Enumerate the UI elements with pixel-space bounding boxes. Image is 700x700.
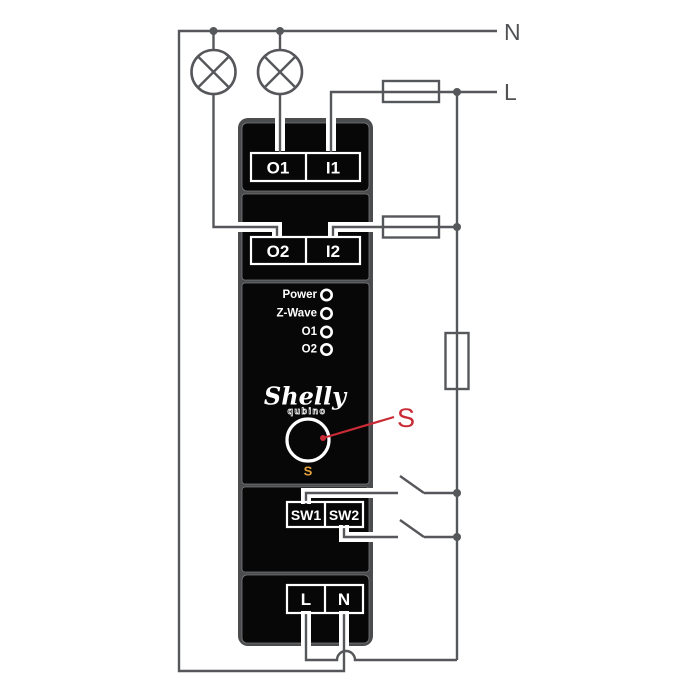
live-bus-label: L xyxy=(504,79,517,105)
switch-icon-2 xyxy=(399,519,457,539)
lamps xyxy=(190,48,304,96)
terminal-blocks: O1 I1 O2 I2 SW1 SW2 L N xyxy=(249,151,365,615)
terminal-block-o2-i2: O2 I2 xyxy=(249,235,362,266)
junction-dot xyxy=(209,27,218,35)
led-icon-o2 xyxy=(319,342,333,356)
power-labels: N L xyxy=(504,19,521,105)
lamp-icon-1 xyxy=(190,48,237,96)
terminal-label-sw1: SW1 xyxy=(291,507,322,523)
terminal-label-l: L xyxy=(301,590,311,609)
junction-dot xyxy=(453,489,461,497)
device-body xyxy=(238,118,373,646)
brand: Shelly qubino xyxy=(264,382,348,417)
s-button xyxy=(285,417,331,463)
device-section-sw-terminals xyxy=(241,486,370,573)
sub-brand-logo: qubino xyxy=(288,406,327,416)
led-label-zwave: Z-Wave xyxy=(277,308,317,320)
terminal-block-l-n: L N xyxy=(285,583,365,615)
terminal-label-i2: I2 xyxy=(326,242,340,261)
led-label-o1: O1 xyxy=(302,326,318,338)
junction-dot xyxy=(276,27,284,35)
led-icon-power xyxy=(319,288,333,302)
wire-i1-to-live xyxy=(329,90,497,152)
wire-sw2 xyxy=(342,525,398,539)
s-button-label: S xyxy=(304,464,313,479)
junction-dot xyxy=(453,533,461,541)
wire-l-terminal xyxy=(304,612,457,662)
wire-sw1 xyxy=(304,491,398,504)
terminal-label-o2: O2 xyxy=(267,242,290,261)
led-icon-zwave xyxy=(319,306,333,320)
terminal-label-i1: I1 xyxy=(326,159,340,178)
terminal-block-o1-i1: O1 I1 xyxy=(249,151,362,183)
led-label-power: Power xyxy=(282,289,317,301)
terminal-label-o1: O1 xyxy=(267,159,290,178)
terminal-block-sw: SW1 SW2 xyxy=(285,500,365,529)
s-button-group: S xyxy=(285,417,331,479)
terminal-label-n: N xyxy=(338,590,350,609)
wire-lamp1-to-o2 xyxy=(212,94,279,237)
annotation-pointer-line xyxy=(322,415,395,440)
junction-dot xyxy=(453,223,461,231)
wire-i2-to-live xyxy=(331,225,457,237)
terminal-label-sw2: SW2 xyxy=(329,507,360,523)
junction-dot xyxy=(453,88,461,96)
annotation-s-label: S xyxy=(397,403,415,433)
s-annotation: S xyxy=(320,403,415,441)
lamp-icon-2 xyxy=(256,48,304,96)
wires xyxy=(177,29,497,673)
led-icon-o1 xyxy=(319,325,333,339)
neutral-bus-label: N xyxy=(504,19,521,45)
junction-dots xyxy=(209,27,461,541)
brand-logo: Shelly xyxy=(264,382,348,411)
led-label-o2: O2 xyxy=(302,344,317,356)
switch-icon-1 xyxy=(399,475,457,495)
fuses xyxy=(381,79,470,391)
led-indicators: Power Z-Wave O1 O2 xyxy=(277,288,333,356)
